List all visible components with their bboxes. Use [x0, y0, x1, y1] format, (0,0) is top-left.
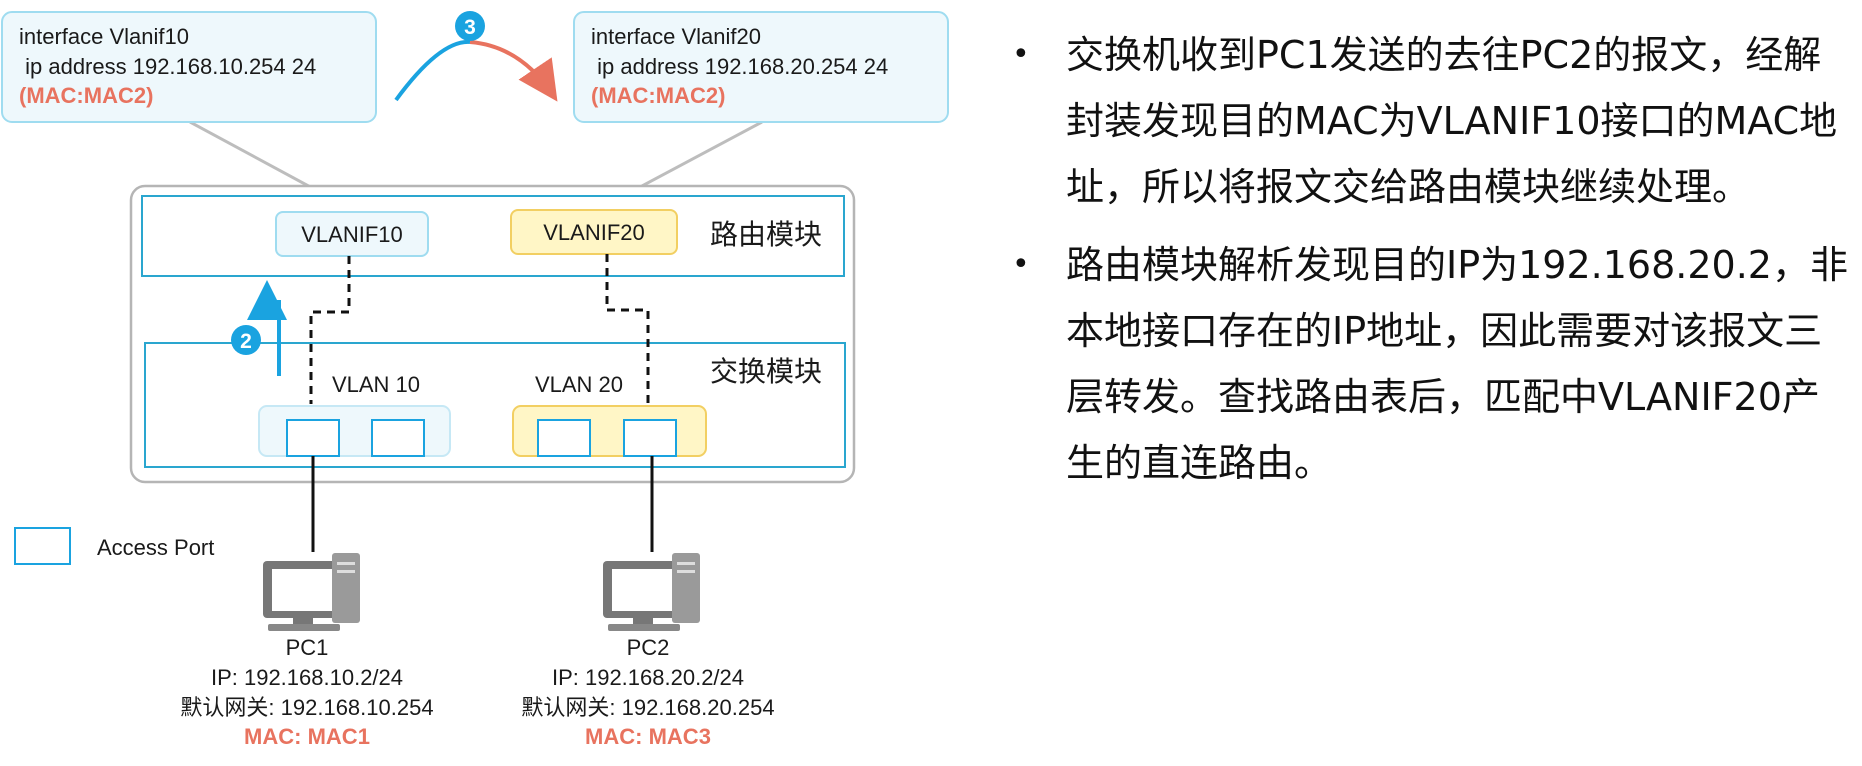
pc1-mac: MAC: MAC1 — [244, 724, 370, 749]
description-text-2: 路由模块解析发现目的IP为192.168.20.2，非本地接口存在的IP地址，因… — [1066, 243, 1848, 485]
step3-arc-blue — [394, 39, 471, 102]
vlan20-label: VLAN 20 — [535, 372, 623, 397]
router-module-label: 路由模块 — [710, 219, 822, 250]
bullet-dot: • — [1012, 37, 1030, 72]
step3-number: 3 — [464, 16, 476, 39]
pc1-gateway: 默认网关: 192.168.10.254 — [180, 695, 433, 720]
pc1-info: PC1 IP: 192.168.10.2/24 默认网关: 192.168.10… — [180, 635, 433, 749]
switch-module: 交换模块 VLAN 10 VLAN 20 — [144, 342, 846, 468]
pc2-gateway: 默认网关: 192.168.20.254 — [521, 695, 774, 720]
pc2-computer-icon — [603, 553, 700, 631]
access-port — [623, 419, 677, 457]
switch-module-label: 交换模块 — [710, 356, 822, 387]
vlan20-port-group — [512, 405, 707, 457]
config-box-vlanif10: interface Vlanif10 ip address 192.168.10… — [1, 11, 377, 123]
bullet-dot: • — [1012, 247, 1030, 282]
description-bullet-1: • 交换机收到PC1发送的去往PC2的报文，经解封装发现目的MAC为VLANIF… — [1000, 22, 1850, 220]
config-left-line2: ip address 192.168.10.254 24 — [19, 54, 316, 79]
config-box-vlanif20: interface Vlanif20 ip address 192.168.20… — [573, 11, 949, 123]
step3-badge: 3 — [455, 11, 485, 41]
router-module: 路由模块 VLANIF10 VLANIF20 — [141, 195, 845, 277]
legend: Access Port — [14, 527, 214, 565]
pc1-name: PC1 — [286, 635, 329, 660]
description-panel: • 交换机收到PC1发送的去往PC2的报文，经解封装发现目的MAC为VLANIF… — [1000, 22, 1850, 508]
config-left-mac: (MAC:MAC2) — [19, 83, 153, 108]
pc2-info: PC2 IP: 192.168.20.2/24 默认网关: 192.168.20… — [521, 635, 774, 749]
vlanif10-internal-link — [309, 256, 351, 404]
config-right-line1: interface Vlanif20 — [591, 24, 761, 49]
pc2-name: PC2 — [627, 635, 670, 660]
config-left-line1: interface Vlanif10 — [19, 24, 189, 49]
pc1-ip: IP: 192.168.10.2/24 — [211, 665, 403, 690]
vlan10-port-group — [258, 405, 451, 457]
pc2-ip: IP: 192.168.20.2/24 — [552, 665, 744, 690]
step3-arc-red — [469, 40, 558, 102]
vlanif10-label: VLANIF10 — [301, 222, 403, 247]
pc1-computer-icon — [263, 553, 360, 631]
access-port — [537, 419, 591, 457]
legend-access-port-swatch — [14, 527, 71, 565]
vlanif20-label: VLANIF20 — [543, 220, 645, 245]
vlanif10-interface: VLANIF10 — [275, 211, 429, 257]
pc2-mac: MAC: MAC3 — [585, 724, 711, 749]
vlanif20-internal-link — [605, 254, 650, 404]
vlanif20-interface: VLANIF20 — [510, 209, 678, 255]
step2-number: 2 — [240, 330, 252, 353]
vlan10-label: VLAN 10 — [332, 372, 420, 397]
config-right-mac: (MAC:MAC2) — [591, 83, 725, 108]
description-bullet-2: • 路由模块解析发现目的IP为192.168.20.2，非本地接口存在的IP地址… — [1000, 232, 1850, 496]
access-port — [371, 419, 425, 457]
config-right-line2: ip address 192.168.20.254 24 — [591, 54, 888, 79]
access-port — [286, 419, 340, 457]
step2-badge: 2 — [231, 325, 261, 355]
legend-label: Access Port — [97, 535, 214, 560]
description-text-1: 交换机收到PC1发送的去往PC2的报文，经解封装发现目的MAC为VLANIF10… — [1066, 33, 1838, 209]
